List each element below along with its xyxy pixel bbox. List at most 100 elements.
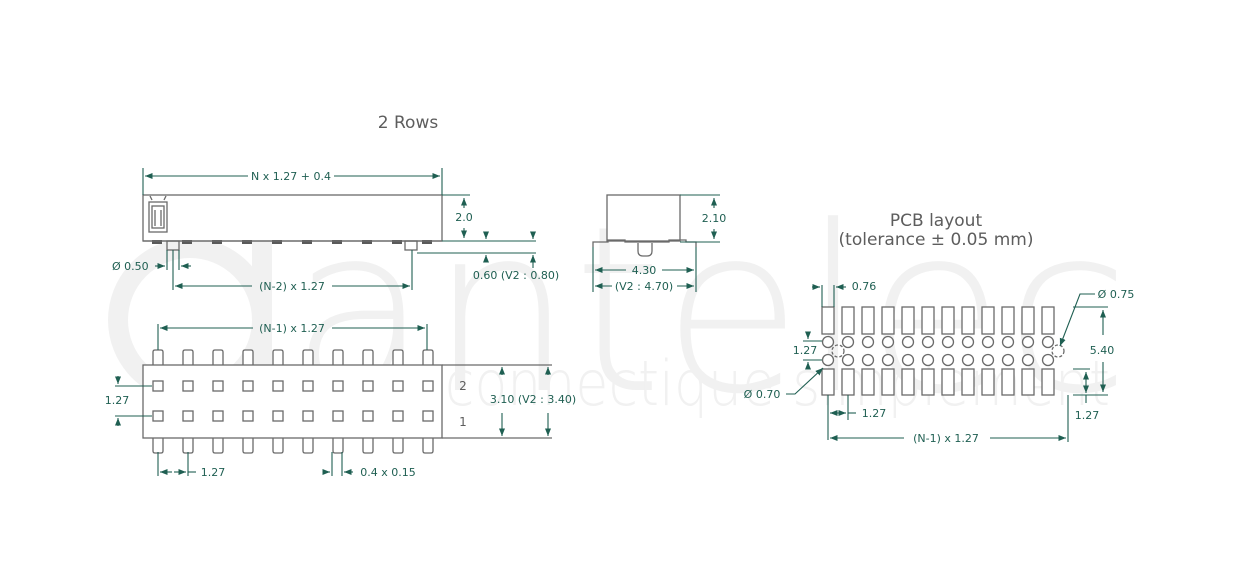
- dim-pcb-overall-height: 5.40: [1090, 344, 1115, 357]
- pcb-hole-lower: [1001, 353, 1015, 367]
- dim-end-height: 2.10: [702, 212, 727, 225]
- pcb-layout-title: PCB layout: [890, 211, 983, 231]
- side-pad: [152, 240, 162, 244]
- pin-stub-right: [404, 240, 418, 251]
- pin-upper: [392, 349, 404, 365]
- dim-side-pin-span: (N-2) x 1.27: [259, 280, 325, 293]
- dim-side-height: 2.0: [455, 211, 473, 224]
- pcb-pad-top: [941, 306, 955, 335]
- pcb-hole-upper: [941, 335, 955, 349]
- pcb-pad-bottom: [1001, 368, 1015, 396]
- pin-lower: [272, 438, 284, 454]
- pcb-hole-upper: [961, 335, 975, 349]
- pcb-hole-lower: [861, 353, 875, 367]
- contact-row-1: [362, 410, 374, 422]
- drawing-title: 2 Rows: [378, 113, 439, 133]
- pin-lower: [152, 438, 164, 454]
- pin-upper: [242, 349, 254, 365]
- pcb-pad-top: [841, 306, 855, 335]
- pcb-pad-top: [821, 306, 835, 335]
- contact-row-1: [182, 410, 194, 422]
- pcb-hole-lower: [981, 353, 995, 367]
- pin-lower: [392, 438, 404, 454]
- pin-lower: [332, 438, 344, 454]
- pcb-pad-top: [981, 306, 995, 335]
- pcb-hole-lower: [1021, 353, 1035, 367]
- pcb-pad-bottom: [861, 368, 875, 396]
- contact-row-2: [362, 380, 374, 392]
- side-view: N x 1.27 + 0.4 2.0 0.60 (V2 : 0.80) Ø 0.…: [112, 168, 559, 293]
- contact-row-2: [272, 380, 284, 392]
- pin-lower: [242, 438, 254, 454]
- top-view-pins-lower: [152, 438, 434, 454]
- pcb-pad-bottom: [1021, 368, 1035, 396]
- pcb-pad-bottom: [961, 368, 975, 396]
- pcb-hole-upper: [861, 335, 875, 349]
- pcb-layout: PCB layout (tolerance ± 0.05 mm) 0.76 Ø …: [744, 211, 1135, 445]
- pcb-hole-lower: [941, 353, 955, 367]
- dim-pcb-pad-pitch: 1.27: [862, 407, 887, 420]
- pin-upper: [332, 349, 344, 365]
- pcb-pad-top: [1021, 306, 1035, 335]
- side-pad: [392, 240, 402, 244]
- latch-detail: [148, 195, 168, 233]
- side-view-pads: [143, 240, 442, 244]
- pin-lower: [302, 438, 314, 454]
- dim-pin-diameter: Ø 0.50: [112, 260, 149, 273]
- contact-row-2: [332, 380, 344, 392]
- dim-end-width-v2: (V2 : 4.70): [615, 280, 673, 293]
- pcb-pad-bottom: [821, 368, 835, 396]
- pcb-hole-lower: [1041, 353, 1055, 367]
- contact-row-1: [152, 410, 164, 422]
- row-label-1: 1: [459, 415, 467, 429]
- side-view-body: [142, 194, 443, 242]
- side-pad: [242, 240, 252, 244]
- side-pad: [422, 240, 432, 244]
- dim-overall-length: N x 1.27 + 0.4: [251, 170, 331, 183]
- contact-row-2: [392, 380, 404, 392]
- pcb-pads: [821, 306, 1065, 396]
- dim-body-width: 3.10 (V2 : 3.40): [490, 393, 576, 406]
- contact-row-2: [182, 380, 194, 392]
- pin-lower: [212, 438, 224, 454]
- pcb-pad-bottom: [921, 368, 935, 396]
- pcb-pad-top: [1041, 306, 1055, 335]
- dim-hole-diameter-small: Ø 0.70: [744, 388, 781, 401]
- pin-upper: [302, 349, 314, 365]
- top-view-contacts: [152, 380, 434, 422]
- contact-row-1: [272, 410, 284, 422]
- pcb-hole-upper: [881, 335, 895, 349]
- dim-top-row-pitch: 1.27: [105, 394, 130, 407]
- pcb-hole-offset-right: [1051, 344, 1065, 358]
- pcb-pad-top: [921, 306, 935, 335]
- pin-lower: [362, 438, 374, 454]
- contact-row-1: [332, 410, 344, 422]
- pcb-hole-lower: [901, 353, 915, 367]
- dim-hole-diameter-large: Ø 0.75: [1098, 288, 1135, 301]
- pcb-hole-upper: [1001, 335, 1015, 349]
- pin-upper: [182, 349, 194, 365]
- end-view: 2.10 4.30 (V2 : 4.70): [592, 194, 727, 293]
- pcb-hole-upper: [921, 335, 935, 349]
- dim-top-pin-span: (N-1) x 1.27: [259, 322, 325, 335]
- contact-row-2: [212, 380, 224, 392]
- dim-pad-width: 0.76: [852, 280, 877, 293]
- pcb-hole-upper: [1041, 335, 1055, 349]
- end-view-body: [606, 194, 681, 242]
- pcb-pad-top: [901, 306, 915, 335]
- pcb-pad-top: [861, 306, 875, 335]
- pcb-hole-lower: [821, 353, 835, 367]
- pcb-hole-lower: [961, 353, 975, 367]
- dim-pad-length: 1.27: [1075, 409, 1100, 422]
- dim-pcb-row-pitch: 1.27: [793, 344, 818, 357]
- pin-upper: [212, 349, 224, 365]
- pcb-pad-bottom: [1041, 368, 1055, 396]
- pcb-pad-top: [881, 306, 895, 335]
- contact-row-1: [242, 410, 254, 422]
- watermark-tagline: la connectique simplement: [380, 347, 1110, 420]
- dim-pcb-pad-span: (N-1) x 1.27: [913, 432, 979, 445]
- contact-row-1: [422, 410, 434, 422]
- side-pad: [272, 240, 282, 244]
- pcb-hole-upper: [1021, 335, 1035, 349]
- dim-pin-depth: 0.60 (V2 : 0.80): [473, 269, 559, 282]
